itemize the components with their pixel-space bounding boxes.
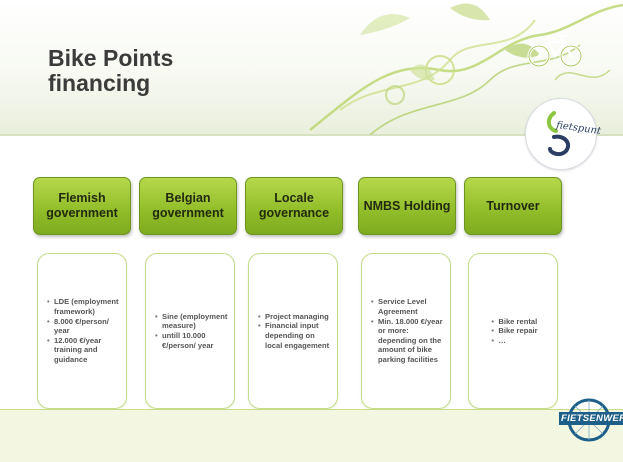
column-body-flemish-government: LDE (employment framework) 8.000 €/perso… <box>37 253 127 409</box>
list-item: Project managing <box>258 312 331 322</box>
header-band <box>0 0 623 135</box>
column-body-nmbs-holding: Service Level Agreement Min. 18.000 €/ye… <box>361 253 451 409</box>
fietspunt-logo: fietspunt <box>525 98 602 170</box>
list-item: … <box>491 336 537 346</box>
list-item: Sine (employment measure) <box>155 312 228 331</box>
list: Service Level Agreement Min. 18.000 €/ye… <box>362 297 450 364</box>
column-body-turnover: Bike rental Bike repair … <box>468 253 558 409</box>
column-body-locale-governance: Project managing Financial input dependi… <box>248 253 338 409</box>
list: Project managing Financial input dependi… <box>249 312 337 350</box>
list-item: untill 10.000 €/person/ year <box>155 331 228 350</box>
page-title: Bike Points financing <box>48 46 288 96</box>
footer-band <box>0 410 623 462</box>
list-item: 12.000 €/year training and guidance <box>47 336 120 365</box>
list-item: or more: depending on the amount of bike… <box>378 326 442 364</box>
list-item: Bike rental <box>491 317 537 327</box>
column-header-belgian-government: Belgian government <box>139 177 237 235</box>
fietspunt-emblem-icon <box>547 111 571 157</box>
fietsenwerk-logo: FIETSENWERK <box>557 397 623 443</box>
column-header-nmbs-holding: NMBS Holding <box>358 177 456 235</box>
list: Sine (employment measure) untill 10.000 … <box>146 312 234 350</box>
page-title-line-2: financing <box>48 70 151 96</box>
page-title-line-1: Bike Points <box>48 45 174 71</box>
list-item: Service Level Agreement <box>371 297 444 316</box>
list-item: Min. 18.000 €/year <box>371 317 444 327</box>
list: LDE (employment framework) 8.000 €/perso… <box>38 297 126 364</box>
list: Bike rental Bike repair … <box>482 317 543 346</box>
list-item: LDE (employment framework) <box>47 297 120 316</box>
header-divider <box>0 134 623 136</box>
list-item: Bike repair <box>491 326 537 336</box>
column-body-belgian-government: Sine (employment measure) untill 10.000 … <box>145 253 235 409</box>
column-header-turnover: Turnover <box>464 177 562 235</box>
list-item: 8.000 €/person/ year <box>47 317 120 336</box>
column-header-locale-governance: Locale governance <box>245 177 343 235</box>
list-item: Financial input depending on local engag… <box>258 321 331 350</box>
column-header-flemish-government: Flemish government <box>33 177 131 235</box>
bicycle-icon <box>527 34 583 68</box>
floral-swirl-decoration <box>309 3 623 135</box>
fietsenwerk-wordmark: FIETSENWERK <box>559 412 623 425</box>
